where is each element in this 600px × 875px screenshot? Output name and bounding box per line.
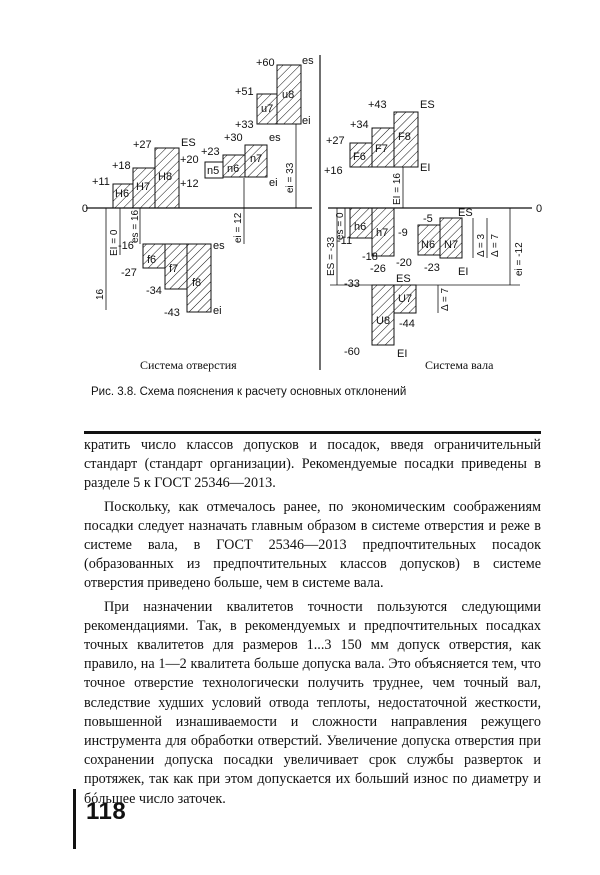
field-f8 bbox=[186, 243, 212, 313]
caption-rule bbox=[84, 431, 541, 434]
label-ei-f: ei bbox=[213, 305, 222, 317]
value-N6: -9 bbox=[398, 227, 408, 239]
value-f7: -34 bbox=[146, 285, 162, 297]
dim-label-ES-33: ES = -33 bbox=[326, 236, 337, 276]
label-U7: U7 bbox=[398, 293, 412, 305]
value-H6: +11 bbox=[92, 176, 110, 188]
page-number: 118 bbox=[86, 798, 127, 825]
value-f8: -43 bbox=[164, 307, 180, 319]
label-U8-name: U8 bbox=[376, 315, 390, 327]
dim-label-delta-7: Δ = 7 bbox=[490, 233, 501, 257]
paragraph-2: Поскольку, как отмечалось ранее, по экон… bbox=[84, 498, 541, 592]
label-F7: F7 bbox=[375, 143, 388, 155]
label-EI-U: EI bbox=[397, 348, 407, 360]
dim-label-delta-3: Δ = 3 bbox=[476, 233, 487, 257]
value-U7: -44 bbox=[399, 318, 415, 330]
label-F6: F6 bbox=[353, 151, 366, 163]
value-U-33: -33 bbox=[344, 278, 360, 290]
value-n7: +30 bbox=[224, 132, 243, 144]
field-H8 bbox=[154, 147, 180, 209]
value-h7: -18 bbox=[362, 251, 378, 263]
value-F-EI: +16 bbox=[324, 165, 343, 177]
label-H8: H8 bbox=[158, 171, 172, 183]
value-U-26: -26 bbox=[370, 263, 386, 275]
label-H6: H6 bbox=[115, 188, 129, 200]
body-text: кратить число классов допусков и посадок… bbox=[84, 436, 541, 809]
dim-label-ei-12: ei = 12 bbox=[233, 212, 244, 243]
value-F8: +43 bbox=[368, 99, 387, 111]
right-zero-label: 0 bbox=[536, 203, 542, 215]
label-h7: h7 bbox=[376, 227, 388, 239]
label-ES-U: ES bbox=[396, 273, 411, 285]
left-zero-label: 0 bbox=[82, 203, 88, 215]
label-h6: h6 bbox=[354, 221, 366, 233]
value-F6: +27 bbox=[326, 135, 345, 147]
page-number-bar bbox=[73, 789, 76, 849]
field-F8 bbox=[393, 111, 419, 168]
label-n5: n5 bbox=[207, 165, 219, 177]
label-ei-u: ei bbox=[302, 115, 311, 127]
field-h7 bbox=[371, 207, 395, 257]
value-u7: +51 bbox=[235, 86, 254, 98]
value-h6: -11 bbox=[337, 235, 352, 247]
right-system-title: Система вала bbox=[425, 358, 494, 372]
dim-label-delta-7b: Δ = 7 bbox=[440, 287, 451, 311]
dim-label-ei-33: ei = 33 bbox=[285, 162, 296, 193]
value-f-es: -16 bbox=[118, 240, 134, 252]
label-n6: n6 bbox=[227, 163, 239, 175]
dim-label-es-16: es = 16 bbox=[130, 209, 141, 243]
paragraph-1: кратить число классов допусков и посадок… bbox=[84, 437, 541, 492]
label-es-f: es bbox=[213, 240, 225, 252]
value-u-ei: +33 bbox=[235, 119, 254, 131]
field-u8 bbox=[276, 64, 302, 125]
dim-label-ei-12: ei = -12 bbox=[514, 242, 525, 276]
tolerance-diagram: 0 0 H6 H7 H8 +11 +18 +27 ES n5 n6 n7 +23… bbox=[82, 55, 542, 372]
value-f6: -27 bbox=[121, 267, 137, 279]
dim-label-EI-16: EI = 16 bbox=[392, 173, 403, 205]
figure-caption: Рис. 3.8. Схема пояснения к расчету осно… bbox=[91, 386, 407, 398]
label-es-n: es bbox=[269, 132, 281, 144]
label-ES-N: ES bbox=[458, 207, 473, 219]
value-N7-b: -23 bbox=[424, 262, 440, 274]
label-f7: f7 bbox=[169, 263, 178, 275]
label-es-u: es bbox=[302, 55, 314, 67]
field-n7 bbox=[244, 144, 268, 178]
label-ES-H: ES bbox=[181, 137, 196, 149]
dim-label-side-16: 16 bbox=[95, 288, 106, 300]
label-n7: n7 bbox=[250, 153, 262, 165]
label-u7: u7 bbox=[261, 103, 273, 115]
value-U8: -60 bbox=[344, 346, 360, 358]
value-N-ES: -5 bbox=[423, 213, 433, 225]
value-N7-a: -20 bbox=[396, 257, 412, 269]
value-n5: +20 bbox=[180, 154, 199, 166]
label-u8: u8 bbox=[282, 89, 294, 101]
value-F7: +34 bbox=[350, 119, 369, 131]
paragraph-3: При назначении квалитетов точности польз… bbox=[84, 598, 541, 807]
value-H8: +27 bbox=[133, 139, 152, 151]
label-H7: H7 bbox=[136, 181, 150, 193]
value-u8: +60 bbox=[256, 57, 275, 69]
label-N7: N7 bbox=[444, 239, 458, 251]
label-EI-N: EI bbox=[458, 266, 468, 278]
label-f6: f6 bbox=[147, 254, 156, 266]
label-ES-F: ES bbox=[420, 99, 435, 111]
dim-label-ei-zero: EI = 0 bbox=[109, 229, 120, 256]
field-N7 bbox=[439, 217, 463, 259]
left-system-title: Система отверстия bbox=[140, 358, 237, 372]
value-H7: +18 bbox=[112, 160, 131, 172]
label-F8: F8 bbox=[398, 131, 411, 143]
label-EI-F: EI bbox=[420, 162, 430, 174]
label-N6: N6 bbox=[421, 239, 435, 251]
dim-label-es-0: es = 0 bbox=[335, 212, 346, 240]
label-ei-n: ei bbox=[269, 177, 278, 189]
value-n6: +12 bbox=[180, 178, 199, 190]
label-f8: f8 bbox=[192, 277, 201, 289]
value-n5-top: +23 bbox=[201, 146, 220, 158]
